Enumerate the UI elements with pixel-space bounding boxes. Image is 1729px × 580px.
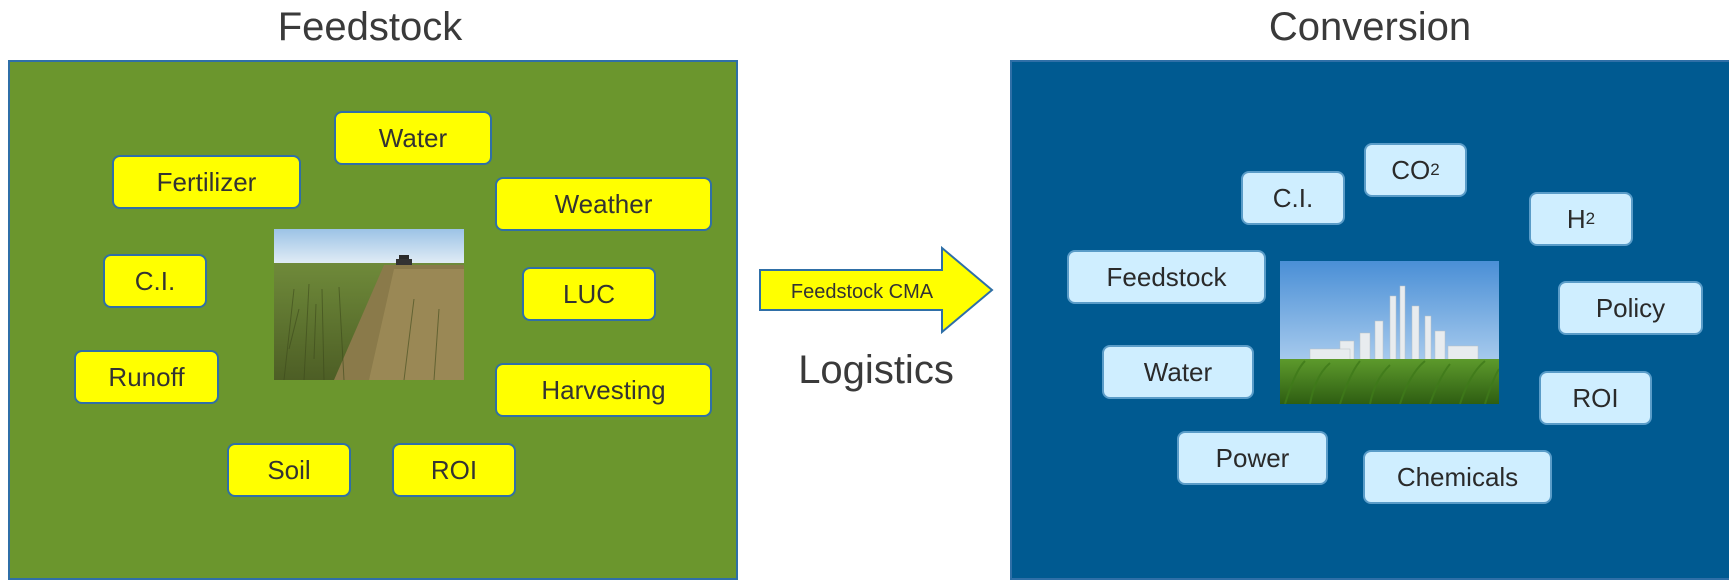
feedstock-tag-luc: LUC (522, 267, 656, 321)
feedstock-tag-weather: Weather (495, 177, 712, 231)
feedstock-heading: Feedstock (277, 5, 463, 49)
conversion-tag-feedstock: Feedstock (1067, 250, 1266, 304)
co2-subscript: 2 (1430, 160, 1440, 179)
conversion-tag-ci: C.I. (1241, 171, 1345, 225)
h2-text: H (1566, 203, 1586, 234)
conversion-tag-chemicals: Chemicals (1363, 450, 1552, 504)
co2-text: CO (1391, 154, 1431, 185)
feedstock-tag-roi: ROI (392, 443, 516, 497)
conversion-tag-roi: ROI (1539, 371, 1652, 425)
feedstock-tag-soil: Soil (227, 443, 351, 497)
conversion-tag-water: Water (1102, 345, 1254, 399)
conversion-tag-power: Power (1177, 431, 1328, 485)
refinery-photo (1280, 261, 1499, 404)
feedstock-tag-fertilizer: Fertilizer (112, 155, 301, 209)
feedstock-tag-ci: C.I. (103, 254, 207, 308)
field-photo (274, 229, 464, 380)
feedstock-cma-arrow (759, 246, 994, 334)
logistics-label: Logistics (798, 348, 954, 392)
conversion-heading: Conversion (1268, 5, 1472, 49)
conversion-tag-policy: Policy (1558, 281, 1703, 335)
h2-subscript: 2 (1585, 209, 1596, 228)
feedstock-tag-runoff: Runoff (74, 350, 219, 404)
feedstock-tag-harvesting: Harvesting (495, 363, 712, 417)
refinery-photo-graphic (1280, 261, 1499, 404)
feedstock-tag-water: Water (334, 111, 492, 165)
arrow-label: Feedstock CMA (790, 281, 934, 303)
field-photo-graphic (274, 229, 464, 380)
